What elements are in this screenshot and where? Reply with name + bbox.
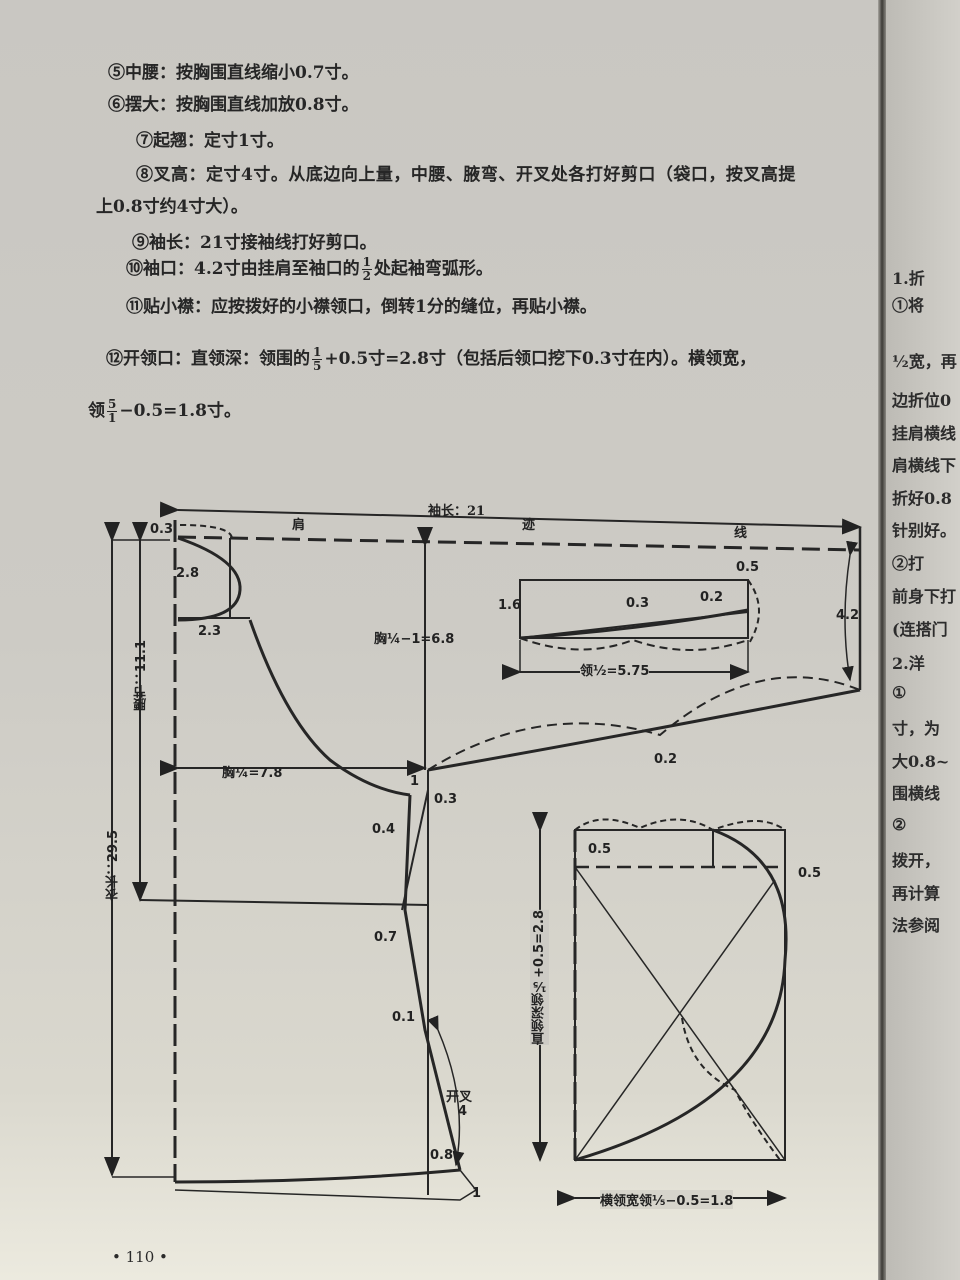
label-collar-half: 领½=5.75 [580,660,650,679]
label-sleeve-curve: 0.2 [654,752,678,767]
text-line-8-cont: 上0.8寸约4寸大）。 [96,197,248,217]
right-page-line: 法参阅 [892,916,941,935]
label-waist-section: 腰节：11.1 [134,640,149,712]
right-page-line: ②打 [892,554,925,573]
text-line-12-b: +0.5寸=2.8寸（包括后领口挖下0.3寸在内）。横领宽， [324,349,757,369]
label-chest-quarter: 胸¼=7.8 [222,766,283,781]
sleeve-length-arrow [159,501,862,535]
label-neck-depth: 2.8 [176,566,200,581]
text-line-5: ⑤中腰：按胸围直线缩小0.7寸。 [108,63,359,83]
right-page-line: 1.折 [892,269,925,288]
right-page-line: 再计算 [892,884,941,903]
right-page-line: 针别好。 [892,521,957,540]
right-page-line: 大0.8~ [892,752,950,771]
page-number: • 110 • [112,1248,168,1266]
text-line-12-a: ⑫开领口：直领深：领围的 [106,349,310,369]
label-hem-flare: 0.8 [430,1148,454,1163]
label-underarm-point: 1 [410,774,420,789]
right-page-line: ①将 [892,296,925,315]
right-page-line: 边折位0 [892,391,952,410]
right-page-line: 肩横线下 [892,456,957,475]
label-cuff: 4.2 [836,608,860,623]
right-page-line: 挂肩横线 [892,424,957,443]
right-page-line: 前身下打 [892,587,957,606]
label-hip-point: 0.1 [392,1010,416,1025]
label-collar-tip-b: 0.5 [736,560,760,575]
label-neck-h-width: 横领宽领⅕−0.5=1.8 [600,1190,734,1209]
label-neck-box-right: 0.5 [798,866,822,881]
label-top-offset: 0.3 [150,522,174,537]
label-slit-value: 4 [458,1104,468,1119]
right-page-line: ② [892,815,907,834]
label-collar-tip-a: 0.2 [700,590,724,605]
text-line-11: ⑪贴小襟：应按拨好的小襟领口，倒转1分的缝位，再贴小襟。 [126,297,597,317]
text-line-8: ⑧叉高：定寸4寸。从底边向上量，中腰、腋弯、开叉处各打好剪口（袋口，按叉高提 [136,165,796,185]
right-page-line: ½宽，再 [892,352,957,371]
label-neck-v-depth: 直领深领⅕+0.5=2.8 [530,910,549,1045]
label-collar-height: 1.6 [498,598,522,613]
label-mid-waist: 0.7 [374,930,398,945]
text-line-10-b: 处起袖弯弧形。 [373,259,493,279]
label-collar-mid: 0.3 [626,596,650,611]
right-page-line: 寸，为 [892,719,941,738]
label-slit: 开叉 [446,1090,473,1105]
right-page-line: 拨开， [892,851,941,870]
label-shoulder: 肩 [292,518,306,533]
garment-pattern-diagram [104,501,862,1206]
text-line-12-c: 领 [88,401,105,421]
label-neck-width: 2.3 [198,624,222,639]
right-page-line: 围横线 [892,784,941,803]
right-page-line: 2.洋 [892,654,925,673]
text-line-9: ⑨袖长：21寸接袖线打好剪口。 [132,233,377,253]
right-page-line: 折好0.8 [892,489,952,508]
label-chest-quarter-minus: 胸¼−1=6.8 [374,632,455,647]
label-line: 线 [734,526,748,541]
label-sleeve-length: 袖长：21 [428,504,486,519]
text-line-6: ⑥摆大：按胸围直线加放0.8寸。 [108,95,359,115]
label-underarm-offset: 0.3 [434,792,458,807]
right-page-line: ① [892,683,907,702]
label-garment-length: 衣长：29.5 [106,830,121,902]
text-line-10-a: ⑩袖口：4.2寸由挂肩至袖口的 [126,259,360,279]
right-page-line: (连搭门 [892,620,948,639]
label-trace: 迹 [522,518,536,533]
text-line-7: ⑦起翘：定寸1寸。 [136,131,284,151]
label-waist-inset: 0.4 [372,822,396,837]
book-gutter [878,0,886,1280]
label-hem-lift: 1 [472,1186,482,1201]
text-line-12-d: −0.5=1.8寸。 [119,401,241,421]
label-neck-box-top: 0.5 [588,842,612,857]
right-page: 1.折 ①将 ½宽，再边折位0 挂肩横线肩横线下折好0.8 针别好。 ②打前身下打 (连搭门… [886,0,960,1280]
